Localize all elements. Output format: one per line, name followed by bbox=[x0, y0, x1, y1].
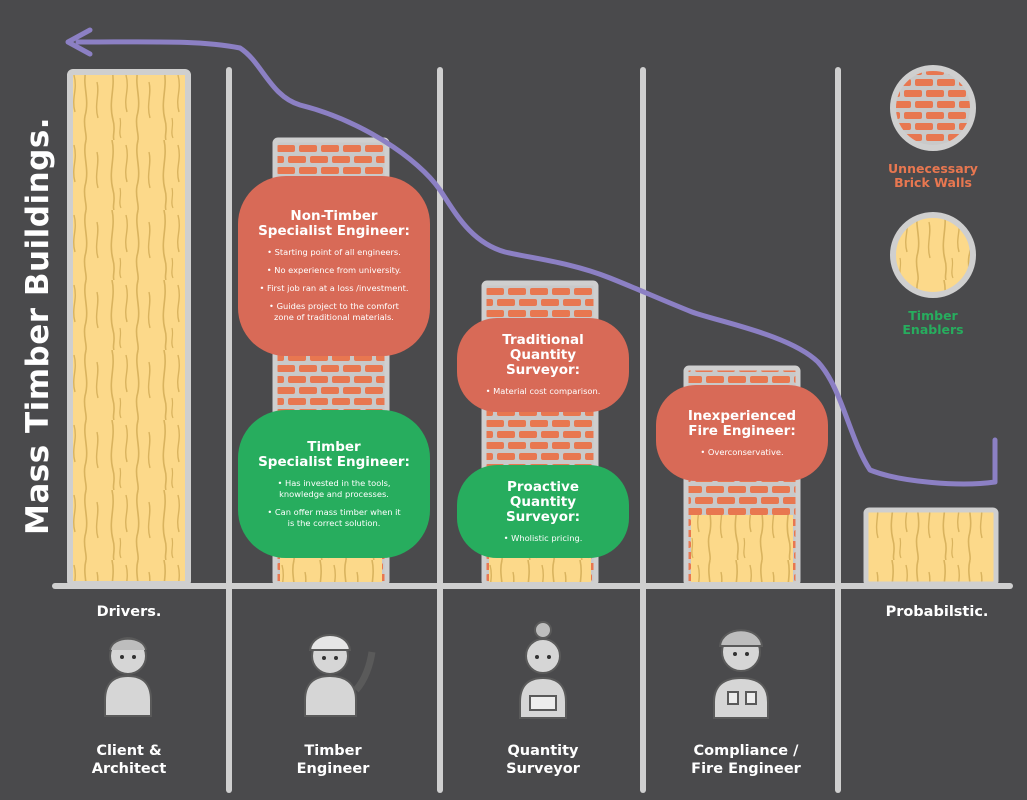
traditional-qs-bubble-list: • Material cost comparison. bbox=[486, 386, 601, 397]
fire-engineer-label: Compliance / Fire Engineer bbox=[691, 743, 801, 777]
legend-timber-circle bbox=[890, 212, 976, 298]
non-timber-bubble-list: • Starting point of all engineers. • No … bbox=[252, 247, 416, 323]
list-item: • Has invested in the tools, knowledge a… bbox=[277, 477, 391, 499]
non-timber-bubble-title: Non-Timber Specialist Engineer: bbox=[258, 208, 410, 239]
inexperienced-fire-bubble: Inexperienced Fire Engineer: • Overconse… bbox=[656, 385, 828, 481]
list-item: • Guides project to the comfort zone of … bbox=[269, 301, 399, 322]
legend-timber-label: Timber Enablers bbox=[902, 308, 964, 337]
probabilistic-timber-block bbox=[863, 507, 999, 587]
fire-engineer-person-icon bbox=[713, 629, 769, 719]
timber-engineer-label: Timber Engineer bbox=[296, 743, 370, 777]
fire-timber-base bbox=[691, 515, 793, 582]
qs-person-icon bbox=[519, 621, 567, 719]
list-item: • Can offer mass timber when it is the c… bbox=[267, 506, 401, 528]
probabilistic-label: Probabilstic. bbox=[885, 604, 989, 620]
legend-brick-label: Unnecessary Brick Walls bbox=[888, 161, 978, 190]
quantity-surveyor-label: Quantity Surveyor bbox=[506, 743, 580, 777]
list-item: • Wholistic pricing. bbox=[503, 532, 583, 543]
timber-specialist-bubble-list: • Has invested in the tools, knowledge a… bbox=[252, 478, 416, 529]
inexperienced-fire-bubble-list: • Overconservative. bbox=[700, 447, 783, 458]
proactive-qs-bubble-title: Proactive Quantity Surveyor: bbox=[505, 478, 581, 525]
timber-specialist-bubble-title: Timber Specialist Engineer: bbox=[258, 438, 410, 470]
proactive-qs-bubble-list: • Wholistic pricing. bbox=[504, 533, 583, 544]
traditional-qs-bubble: Traditional Quantity Surveyor: • Materia… bbox=[457, 318, 629, 412]
client-person-icon bbox=[104, 637, 152, 717]
list-item: • Overconservative. bbox=[700, 446, 784, 457]
legend-brick-circle bbox=[890, 65, 976, 151]
drivers-label: Drivers. bbox=[96, 604, 162, 620]
timber-engineer-person-icon bbox=[304, 634, 376, 717]
list-item: • No experience from university. bbox=[266, 265, 402, 275]
list-item: • First job ran at a loss /investment. bbox=[259, 283, 409, 293]
flow-curve bbox=[75, 39, 998, 487]
arrow-head-icon bbox=[65, 27, 93, 57]
client-timber-column bbox=[67, 69, 191, 587]
page-title: Mass Timber Buildings. bbox=[20, 116, 56, 535]
client-architect-label: Client & Architect bbox=[91, 743, 167, 777]
non-timber-engineer-bubble: Non-Timber Specialist Engineer: • Starti… bbox=[238, 176, 430, 356]
traditional-qs-bubble-title: Traditional Quantity Surveyor: bbox=[502, 332, 584, 378]
list-item: • Material cost comparison. bbox=[485, 386, 601, 396]
proactive-qs-bubble: Proactive Quantity Surveyor: • Wholistic… bbox=[457, 465, 629, 558]
list-item: • Starting point of all engineers. bbox=[267, 247, 401, 257]
people-icons bbox=[104, 621, 769, 719]
timber-specialist-bubble: Timber Specialist Engineer: • Has invest… bbox=[238, 410, 430, 558]
inexperienced-fire-bubble-title: Inexperienced Fire Engineer: bbox=[687, 407, 797, 439]
